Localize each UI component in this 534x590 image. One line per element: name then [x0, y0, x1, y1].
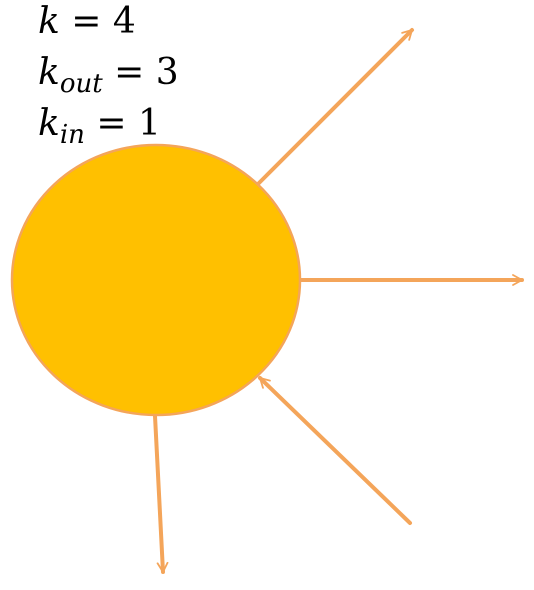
in-degree-subscript: in [59, 120, 85, 150]
in-degree-label: kin = 1 [38, 103, 161, 151]
outgoing-edge-down [153, 414, 169, 574]
in-degree-symbol: k [38, 103, 60, 144]
out-degree-label: kout = 3 [38, 52, 179, 100]
outgoing-edge-up-right [255, 28, 414, 187]
degree-value: = 4 [59, 1, 136, 42]
degree-symbol: k [38, 1, 60, 42]
in-degree-value: = 1 [84, 103, 161, 144]
out-degree-symbol: k [38, 52, 60, 93]
out-degree-value: = 3 [102, 52, 179, 93]
degree-label: k = 4 [38, 4, 136, 40]
out-degree-subscript: out [59, 69, 103, 99]
node-circle [10, 143, 302, 417]
incoming-edge-lower-right [258, 376, 412, 525]
